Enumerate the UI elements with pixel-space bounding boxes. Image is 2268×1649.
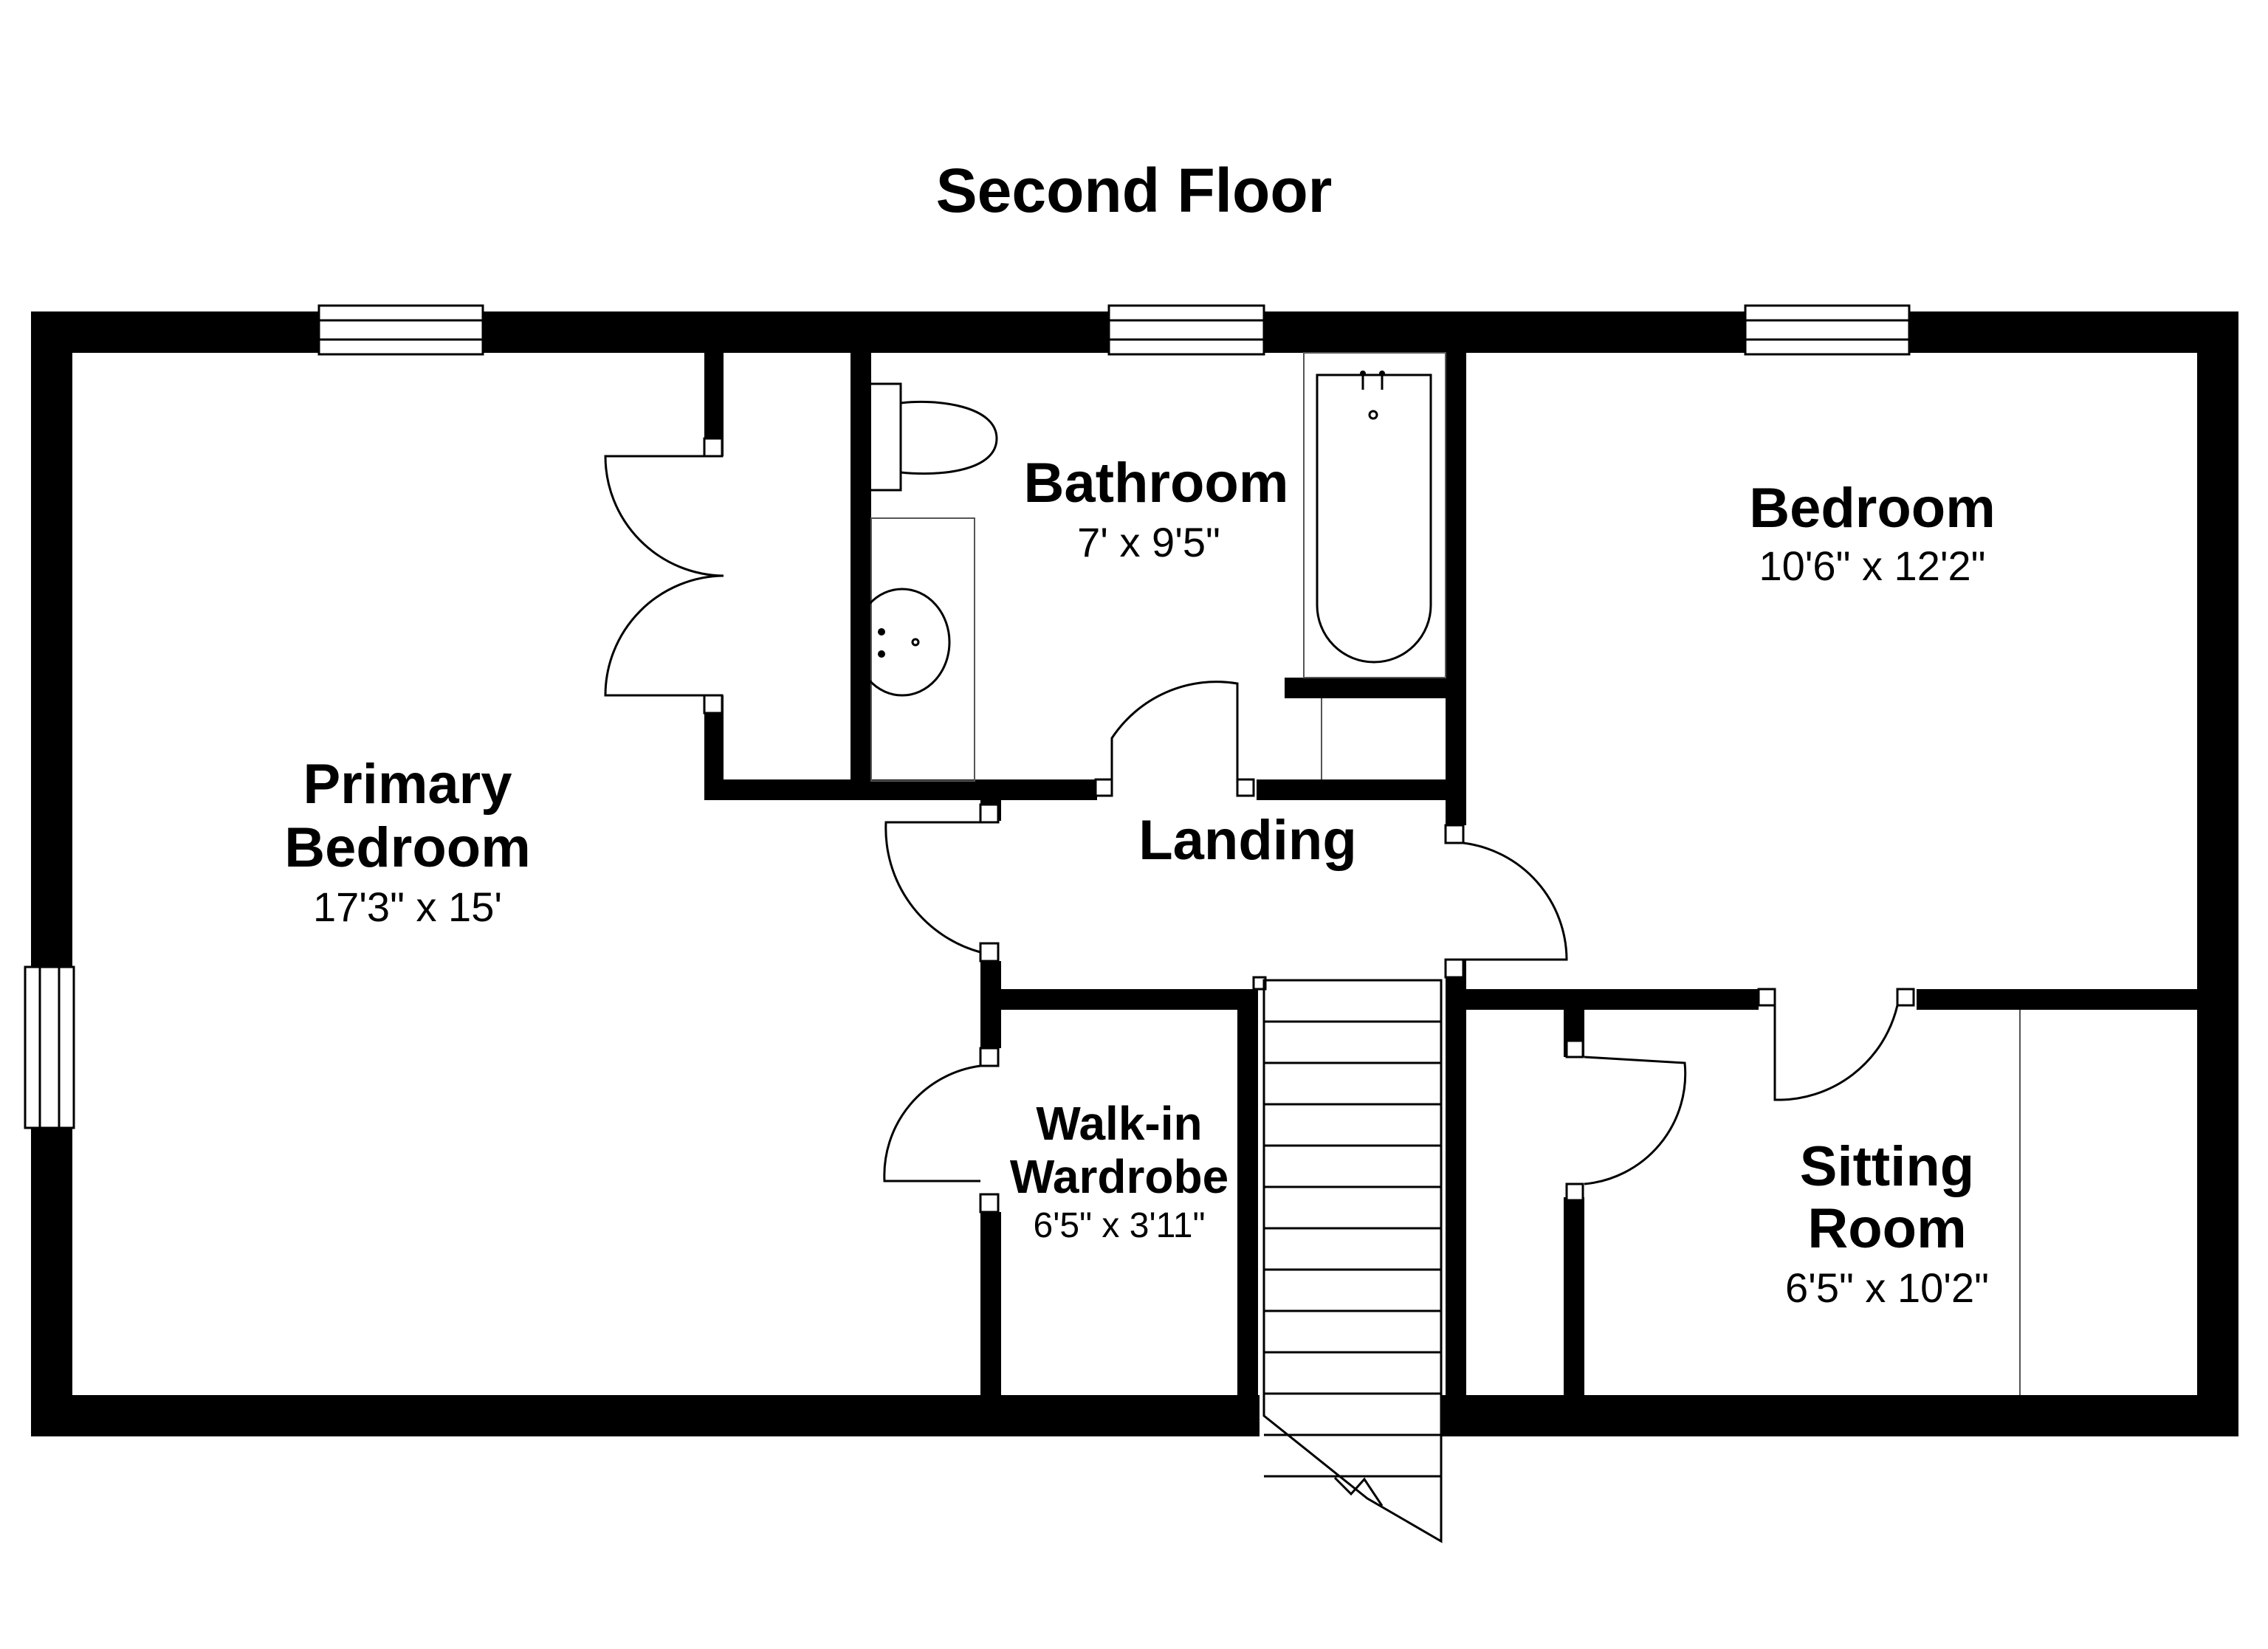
bathroom-name: Bathroom [1024,452,1289,514]
room-label-bathroom: Bathroom 7' x 9'5" [1024,452,1289,565]
window-primary-bedroom-left [24,965,75,1129]
toilet [871,382,998,492]
room-label-walk-in-wardrobe: Walk-in Wardrobe 6'5" x 3'11" [1010,1097,1228,1245]
basin [853,517,975,782]
bathroom-fixtures [853,352,1446,782]
primary-bedroom-name-line1: Primary [303,753,512,816]
room-label-landing: Landing [1138,809,1357,872]
window-bathroom-top [1107,304,1265,356]
room-label-sitting-room: Sitting Room 6'5" x 10'2" [1785,1135,1989,1311]
walk-in-wardrobe-size: 6'5" x 3'11" [1034,1206,1206,1245]
sitting-room-name-line2: Room [1807,1197,1966,1260]
floor-title: Second Floor [936,156,1333,225]
bedroom-name: Bedroom [1749,477,1996,540]
primary-bedroom-size: 17'3" x 15' [313,884,502,930]
room-label-bedroom: Bedroom 10'6" x 12'2" [1749,477,1996,589]
walk-in-wardrobe-name-line1: Walk-in [1036,1097,1202,1150]
room-label-primary-bedroom: Primary Bedroom 17'3" x 15' [284,753,531,930]
sitting-room-name-line1: Sitting [1800,1135,1974,1198]
door-swings [604,455,1899,1185]
walk-in-wardrobe-name-line2: Wardrobe [1010,1150,1228,1203]
primary-bedroom-name-line2: Bedroom [284,816,531,879]
window-bedroom-top [1744,304,1911,356]
sitting-room-size: 6'5" x 10'2" [1785,1264,1989,1311]
landing-name: Landing [1138,809,1357,872]
window-primary-bedroom-top [317,304,484,356]
bathroom-size: 7' x 9'5" [1077,519,1220,565]
windows [24,304,1911,1129]
staircase [1262,979,1443,1543]
interior-walls [704,353,2197,1395]
bathtub [1303,352,1446,779]
bedroom-size: 10'6" x 12'2" [1759,543,1985,589]
door-jambs [703,437,1915,1213]
